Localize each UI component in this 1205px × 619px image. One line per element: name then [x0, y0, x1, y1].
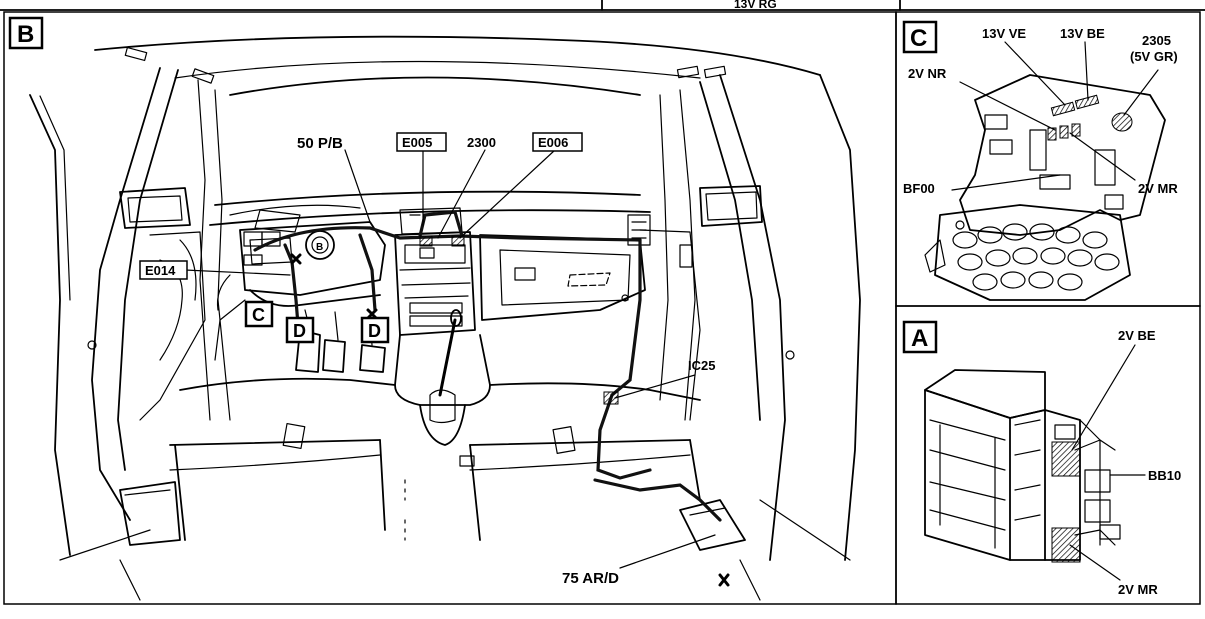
label-e005: E005 — [402, 135, 432, 150]
panel-a-letter: A — [911, 325, 928, 352]
fuse-box-drawing — [924, 74, 1166, 301]
label-50-pb: 50 P/B — [297, 135, 343, 152]
callout-c-box — [244, 300, 274, 328]
panel-a-letter-box — [902, 320, 938, 354]
panel-b-letter-box — [8, 16, 44, 50]
frame: 13V RG — [0, 0, 1205, 605]
top-fragment-label: 13V RG — [734, 0, 777, 11]
svg-text:B: B — [316, 242, 323, 253]
panel-c: C — [902, 20, 1178, 301]
callout-d-left: D — [293, 321, 306, 341]
label-2305: 2305 — [1142, 33, 1171, 48]
label-e014-box — [139, 260, 188, 280]
label-2v-nr: 2V NR — [908, 66, 947, 81]
label-13v-be: 13V BE — [1060, 26, 1105, 41]
label-2v-be: 2V BE — [1118, 328, 1156, 343]
label-2300: 2300 — [467, 135, 496, 150]
label-bb10: BB10 — [1148, 468, 1181, 483]
callout-d-right-box — [360, 316, 390, 344]
label-e005-box — [396, 132, 447, 152]
leader-lines — [184, 149, 716, 569]
label-75-ard: 75 AR/D — [562, 570, 619, 587]
panel-a: A 2V BE BB10 2V MR — [902, 320, 1181, 597]
connector-block-drawing — [924, 369, 1121, 563]
label-13v-ve: 13V VE — [982, 26, 1026, 41]
panel-b: B — [8, 16, 861, 601]
panel-c-letter-box — [902, 20, 938, 54]
panel-b-letter: B — [17, 21, 34, 48]
label-e014: E014 — [145, 263, 176, 278]
wire-harness — [253, 210, 730, 587]
label-e006: E006 — [538, 135, 568, 150]
label-2v-mr-c: 2V MR — [1138, 181, 1178, 196]
callout-c: C — [252, 305, 265, 325]
label-bf00: BF00 — [903, 181, 935, 196]
panel-c-letter: C — [910, 25, 927, 52]
callout-d-right: D — [368, 321, 381, 341]
callout-d-left-box — [285, 316, 315, 344]
label-e006-box — [532, 132, 583, 152]
label-5v-gr: (5V GR) — [1130, 49, 1178, 64]
label-2v-mr-a: 2V MR — [1118, 582, 1158, 597]
label-ic25: IC25 — [688, 358, 715, 373]
vehicle-interior-drawing: B — [29, 35, 861, 601]
